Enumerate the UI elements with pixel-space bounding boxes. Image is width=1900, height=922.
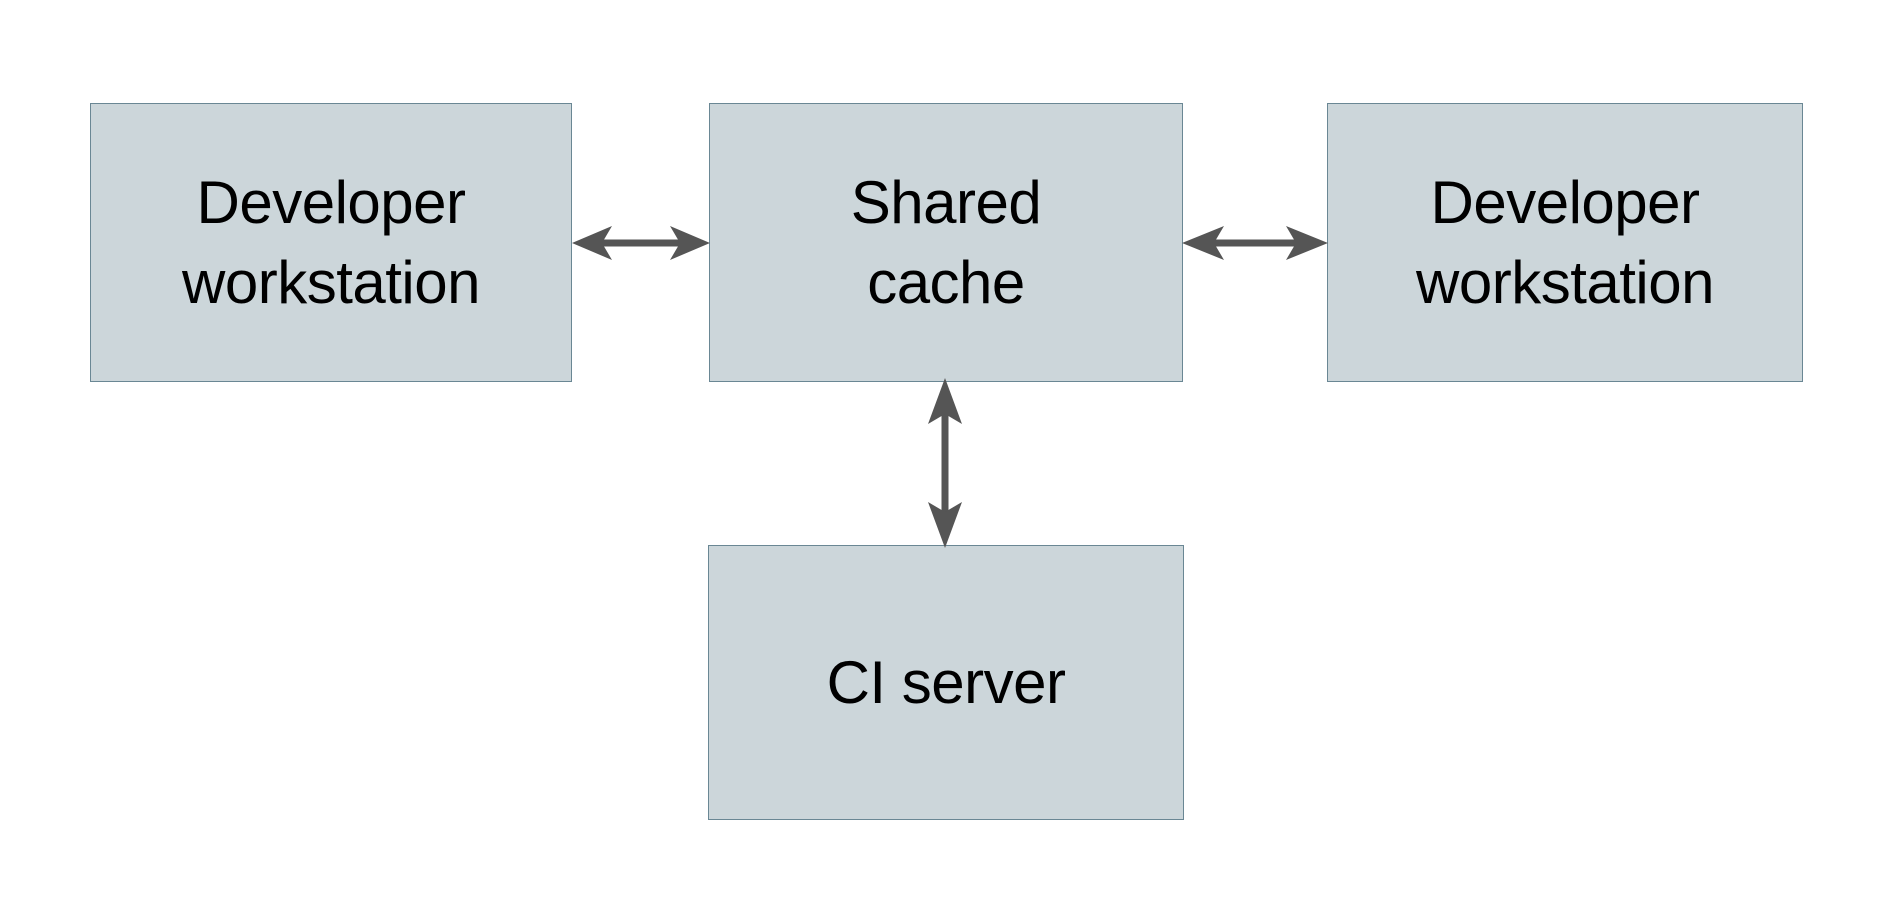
edge-shared-cache-to-ci-server bbox=[914, 372, 976, 554]
node-developer-workstation-left[interactable]: Developer workstation bbox=[90, 103, 572, 382]
edge-developer-left-to-shared-cache bbox=[560, 212, 722, 274]
edge-shared-cache-to-developer-right bbox=[1170, 212, 1340, 274]
node-label: Developer workstation bbox=[182, 168, 480, 316]
node-ci-server[interactable]: CI server bbox=[708, 545, 1184, 820]
node-label: Developer workstation bbox=[1416, 168, 1714, 316]
double-arrow-horizontal-icon bbox=[572, 226, 710, 260]
double-arrow-vertical-icon bbox=[928, 378, 962, 548]
double-arrow-horizontal-icon bbox=[1182, 226, 1328, 260]
node-label: CI server bbox=[826, 648, 1066, 716]
node-developer-workstation-right[interactable]: Developer workstation bbox=[1327, 103, 1803, 382]
node-shared-cache[interactable]: Shared cache bbox=[709, 103, 1183, 382]
node-label: Shared cache bbox=[850, 168, 1042, 316]
